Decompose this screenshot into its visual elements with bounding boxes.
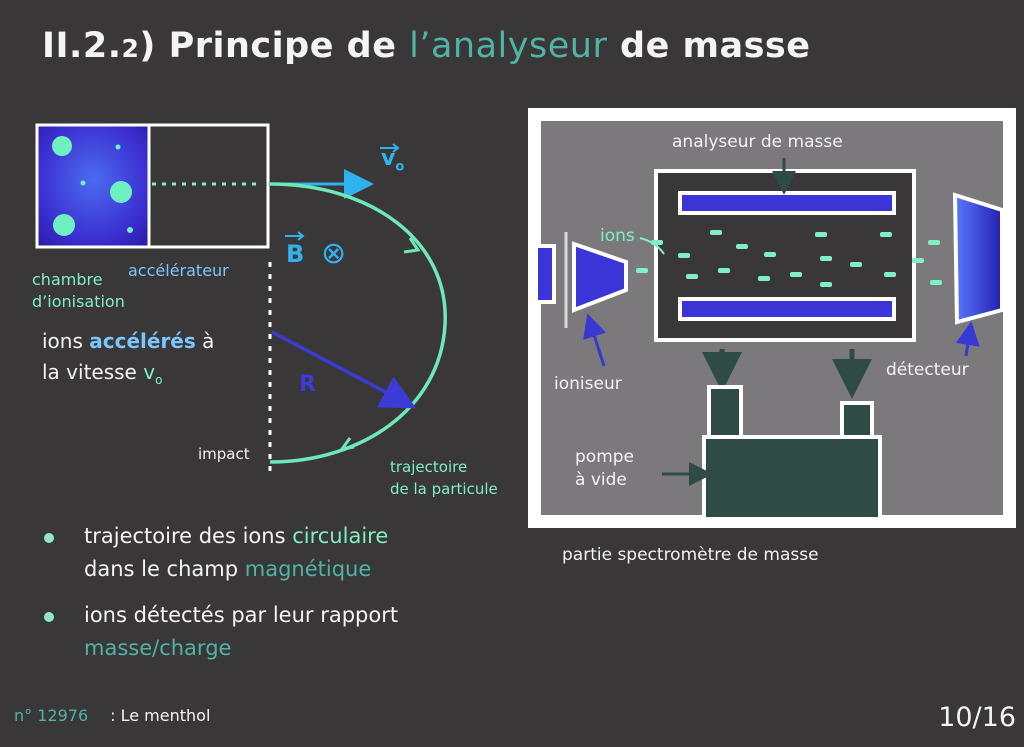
bullet-text: ions détectés par leur rapport: [84, 603, 399, 627]
bullet-highlight: circulaire: [292, 524, 389, 548]
ion-source-block: [534, 244, 556, 304]
ioniser-pointer-arrow: [583, 313, 606, 367]
radius-label: R: [299, 372, 316, 397]
footer-info: n° 12976 : Le menthol: [14, 706, 210, 725]
v0-sub: o: [395, 159, 405, 175]
chamber-label-1: chambre: [32, 270, 103, 289]
ioniser-cone: [572, 241, 628, 313]
pump-pipe-left: [707, 385, 743, 441]
accelerator-box: [147, 123, 270, 249]
ions-text-a: ions: [42, 329, 90, 353]
impact-label: impact: [198, 445, 250, 463]
ioniser-label: ioniseur: [554, 374, 622, 394]
ions-text-accelerated: accélérés: [89, 329, 196, 353]
radius-arrow: [271, 330, 417, 409]
analyser-label: analyseur de masse: [672, 132, 843, 152]
title-suffix: de masse: [607, 26, 811, 66]
chamber-label-2: d’ionisation: [32, 292, 125, 311]
pump-pipe-right: [840, 401, 874, 441]
analyser-bottom-plate: [678, 297, 896, 321]
particle-trajectory: [269, 182, 447, 464]
accelerator-label: accélérateur: [128, 261, 229, 280]
slide-title: II.2.2) Principe de l’analyseur de masse: [42, 26, 811, 66]
v0-vector-arrow: [380, 143, 400, 153]
detector-pointer-arrow: [955, 321, 980, 357]
ionization-chamber: [35, 123, 151, 249]
bullet-list: trajectoire des ions circulaire dans le …: [40, 520, 398, 678]
pump-label-2: à vide: [575, 470, 627, 490]
b-field-label: B: [286, 240, 305, 268]
title-rest: ) Principe de: [139, 26, 410, 66]
title-highlight: l’analyseur: [409, 26, 608, 66]
ion-particles: [636, 230, 942, 287]
speed-text: la vitesse: [42, 360, 144, 384]
trajectory-arrow-1: [403, 237, 421, 254]
b-field-into-page-icon: ⊗: [321, 236, 347, 271]
pump-inner: [711, 440, 876, 516]
bullet-line: dans le champ magnétique: [84, 553, 398, 586]
trajectory-label-1: trajectoire: [390, 458, 468, 476]
v0-label: vo: [381, 146, 404, 174]
ions-label: ions: [600, 226, 635, 246]
title-prefix: II.2.: [42, 26, 122, 66]
trajectory-label-2: de la particule: [390, 480, 498, 498]
title-sub: 2: [121, 34, 140, 63]
detector-label: détecteur: [886, 360, 969, 380]
bullet-line: trajectoire des ions circulaire: [84, 520, 398, 553]
ions-accelerated-line-2: la vitesse vo: [42, 360, 162, 387]
bullet-dot: [44, 612, 54, 622]
speed-v-sub: o: [155, 373, 163, 387]
bullet-text: dans le champ: [84, 557, 245, 581]
bullet-item: ions détectés par leur rapport masse/cha…: [40, 599, 398, 665]
bullet-text: trajectoire des ions: [84, 524, 293, 548]
b-vector-arrow: [285, 231, 305, 241]
speed-v-symbol: v: [143, 360, 156, 384]
v0-symbol: v: [381, 146, 396, 171]
detector-shape: [952, 192, 1004, 325]
bullet-item: trajectoire des ions circulaire dans le …: [40, 520, 398, 586]
ions-accelerated-line-1: ions accélérés à: [42, 329, 214, 353]
ions-pointer-line: [639, 237, 665, 255]
bullet-dot: [44, 533, 54, 543]
analyser-top-plate: [678, 191, 896, 215]
page-number: 10/16: [938, 702, 1016, 733]
spectrometer-caption: partie spectromètre de masse: [562, 545, 819, 565]
document-number: n° 12976: [14, 706, 89, 725]
trajectory-arrow-2: [338, 437, 355, 452]
bullet-highlight: magnétique: [244, 557, 372, 581]
pump-label-1: pompe: [575, 447, 635, 467]
ions-text-c: à: [195, 329, 215, 353]
document-topic: : Le menthol: [110, 706, 211, 725]
bullet-highlight: masse/charge: [84, 636, 232, 660]
